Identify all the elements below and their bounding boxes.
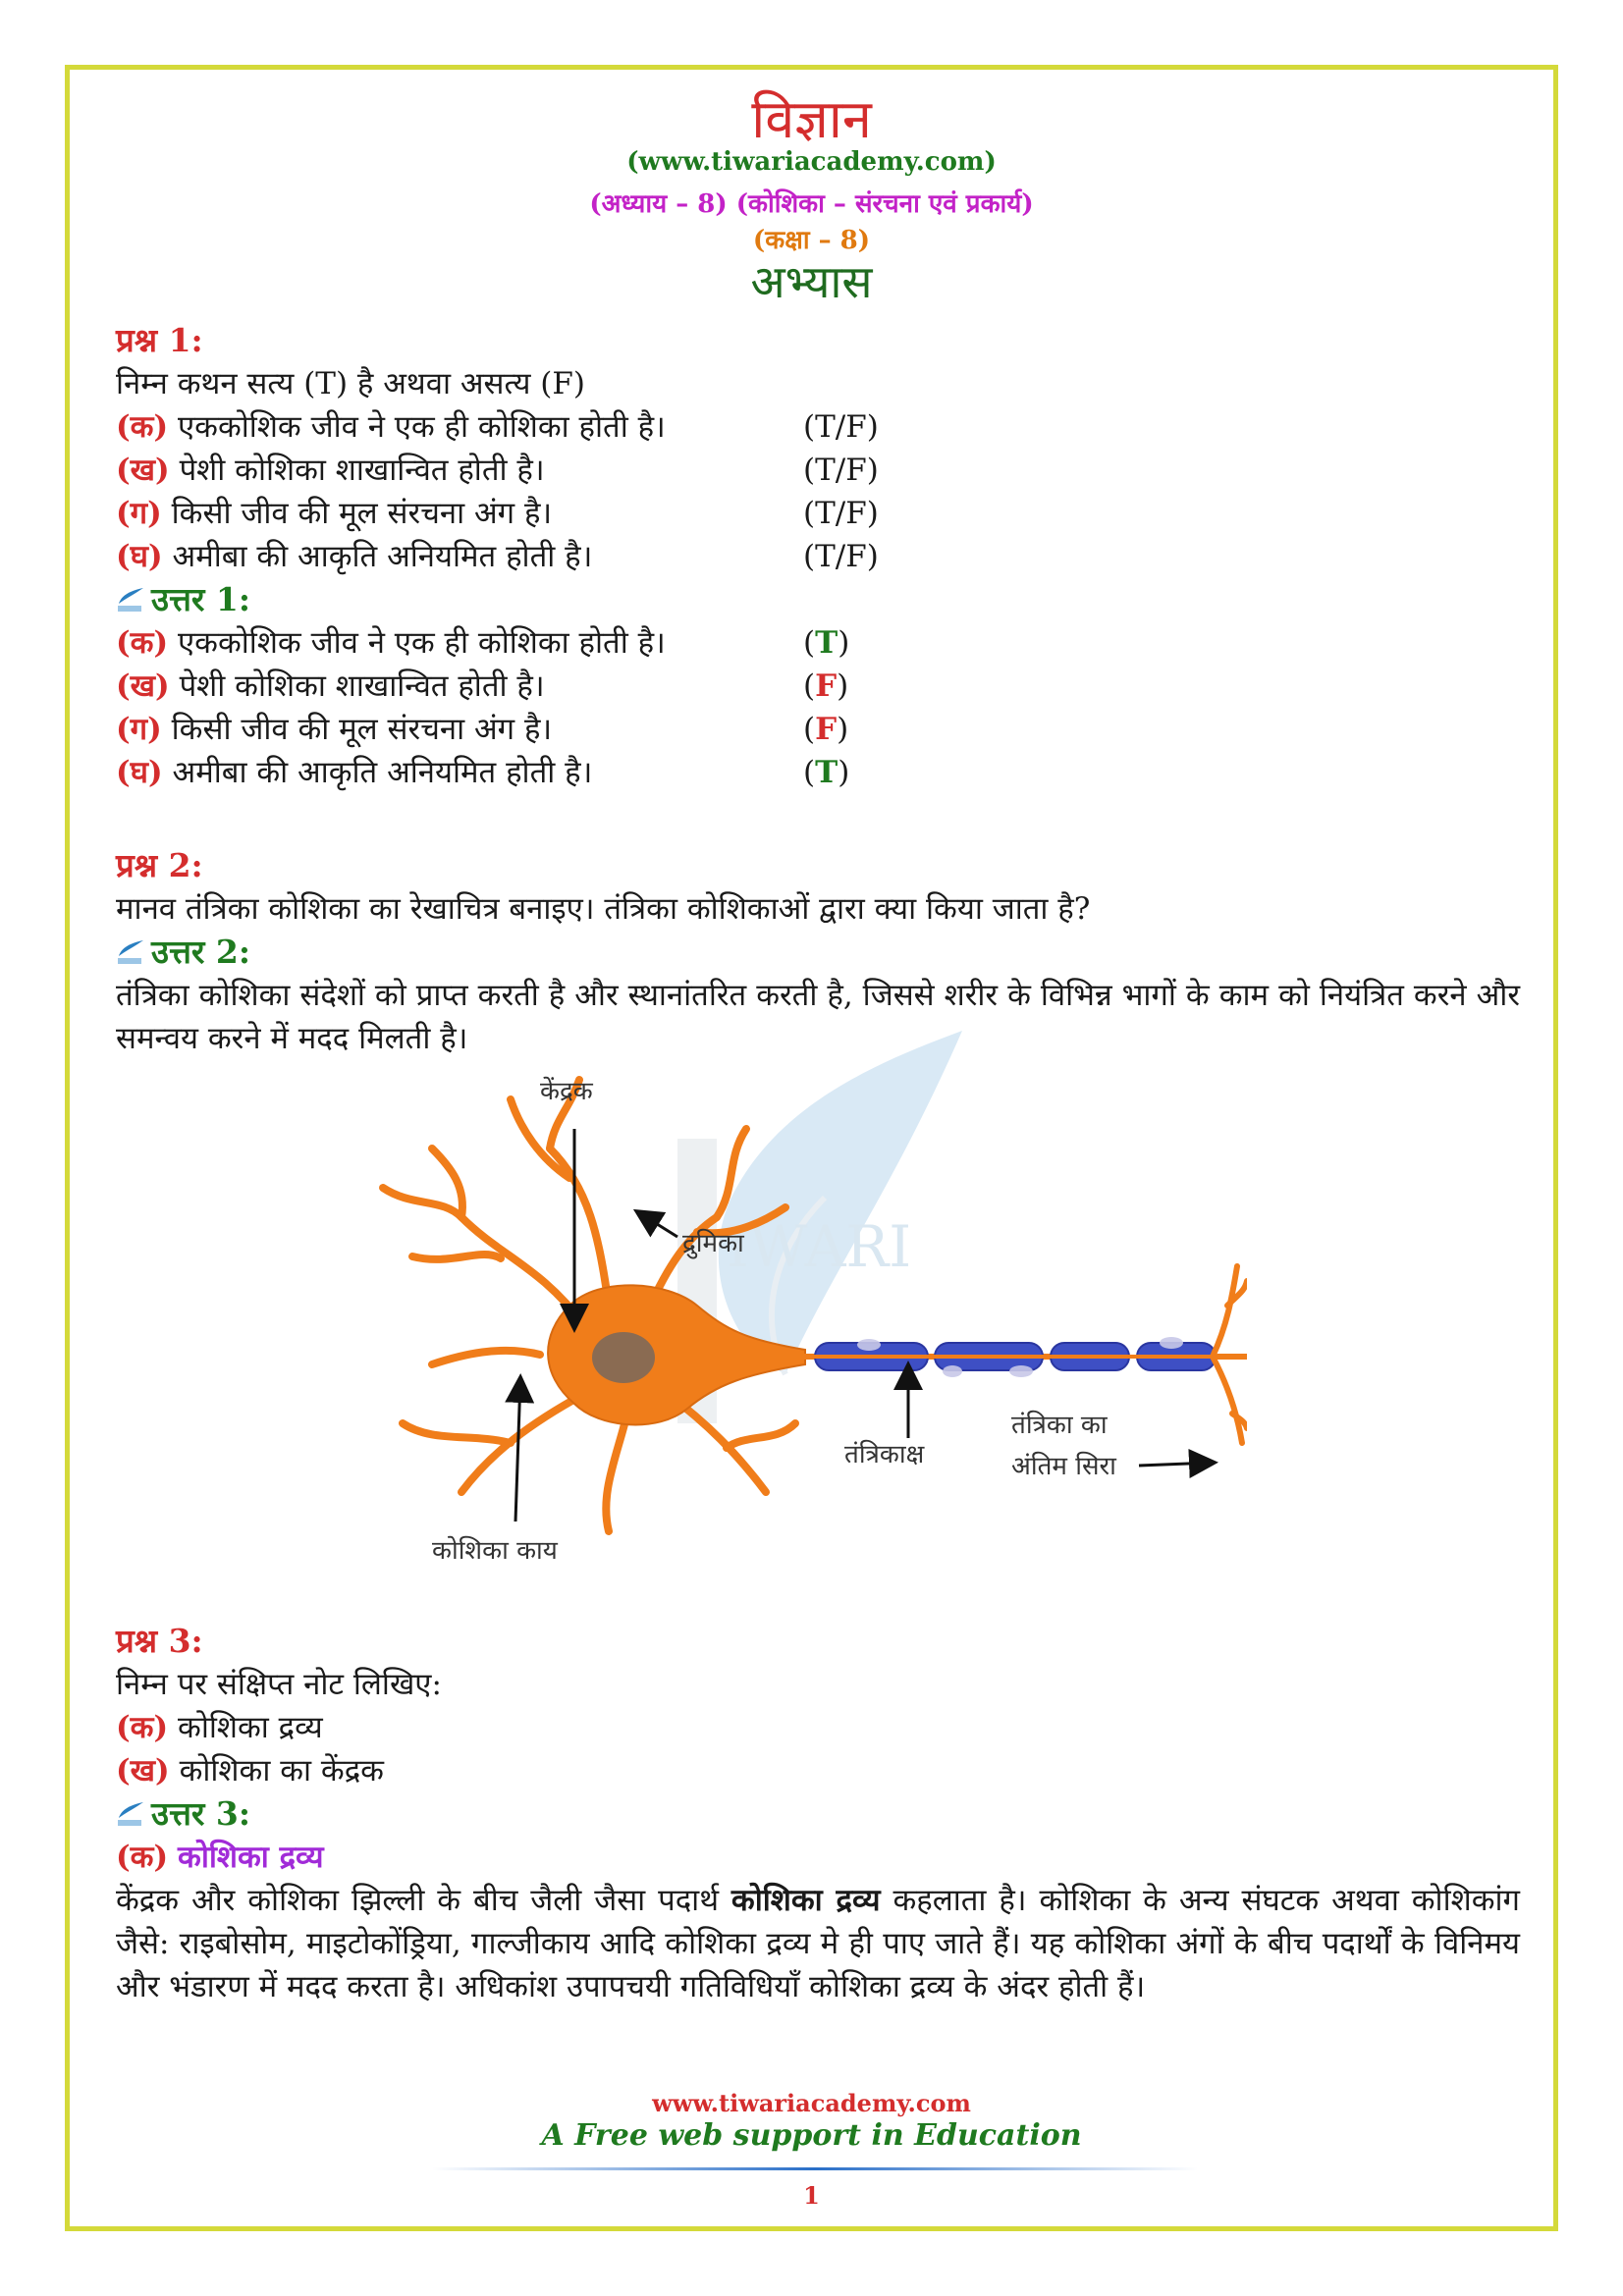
item-options: (T/F) xyxy=(803,409,879,445)
label-nerve-ending-2: अंतिम सिरा xyxy=(1011,1451,1117,1481)
schwann-nuclei xyxy=(857,1337,1183,1377)
axon-terminal xyxy=(1210,1263,1247,1446)
answer-value: T xyxy=(815,625,839,661)
list-item: (क) कोशिका द्रव्य xyxy=(116,1706,1520,1749)
item-text: अमीबा की आकृति अनियमित होती है। xyxy=(172,539,593,574)
answer-2-text: तंत्रिका कोशिका संदेशों को प्राप्त करती … xyxy=(116,978,1520,1056)
answer-1-heading: उत्तर 1: xyxy=(116,578,1520,621)
label-axon: तंत्रिकाक्ष xyxy=(844,1439,925,1469)
answer-heading-text: उत्तर 3: xyxy=(151,1794,251,1833)
question-2-heading: प्रश्न 2: xyxy=(116,846,203,884)
item-marker: (क) xyxy=(116,409,169,445)
question-2: प्रश्न 2: मानव तंत्रिका कोशिका का रेखाचि… xyxy=(116,844,1520,1060)
answer-3-subheading: (क) कोशिका द्रव्य xyxy=(116,1836,1520,1879)
list-item: (ग) किसी जीव की मूल संरचना अंग है।(F) xyxy=(116,712,849,747)
item-text: पेशी कोशिका शाखान्वित होती है। xyxy=(179,668,545,704)
list-item: (ख) पेशी कोशिका शाखान्वित होती है।(F) xyxy=(116,668,849,704)
item-marker: (ख) xyxy=(116,668,170,704)
answer-value: F xyxy=(815,668,838,704)
nucleus xyxy=(592,1332,655,1383)
item-options: (T/F) xyxy=(803,453,879,488)
item-options: (T/F) xyxy=(803,496,879,531)
item-marker: (ग) xyxy=(116,496,162,531)
item-marker: (क) xyxy=(116,1710,169,1745)
question-3-heading: प्रश्न 3: xyxy=(116,1622,203,1660)
exercise-heading: अभ्यास xyxy=(750,255,873,308)
question-1: प्रश्न 1: निम्न कथन सत्य (T) है अथवा असत… xyxy=(116,319,1520,794)
chapter-title: (अध्याय – 8) (कोशिका – संरचना एवं प्रकार… xyxy=(589,189,1034,219)
item-marker: (घ) xyxy=(116,539,163,574)
item-text: अमीबा की आकृति अनियमित होती है। xyxy=(172,755,593,790)
item-marker: (क) xyxy=(116,1840,169,1875)
footer-site-url[interactable]: www.tiwariacademy.com xyxy=(652,2089,971,2117)
list-item: (क) एककोशिक जीव ने एक ही कोशिका होती है।… xyxy=(116,625,850,661)
item-marker: (घ) xyxy=(116,755,163,790)
label-nucleus: केंद्रक xyxy=(540,1076,594,1106)
item-text: एककोशिक जीव ने एक ही कोशिका होती है। xyxy=(178,409,666,445)
list-item: (ख) पेशी कोशिका शाखान्वित होती है। (T/F) xyxy=(116,449,1520,492)
page-title: विज्ञान xyxy=(751,88,872,150)
answer-value: T xyxy=(815,755,839,790)
list-item: (घ) अमीबा की आकृति अनियमित होती है। (T/F) xyxy=(116,535,1520,578)
item-marker: (ग) xyxy=(116,712,162,747)
question-2-prompt: मानव तंत्रिका कोशिका का रेखाचित्र बनाइए।… xyxy=(116,891,1091,927)
question-3: प्रश्न 3: निम्न पर संक्षिप्त नोट लिखिए: … xyxy=(116,1620,1520,2008)
label-cell-body: कोशिका काय xyxy=(432,1535,559,1566)
item-marker: (ख) xyxy=(116,453,170,488)
item-text: पेशी कोशिका शाखान्वित होती है। xyxy=(179,453,545,488)
item-marker: (ख) xyxy=(116,1753,170,1789)
para-text: केंद्रक और कोशिका झिल्ली के बीच जैली जैस… xyxy=(116,1883,731,1918)
class-label: (कक्षा – 8) xyxy=(752,226,871,255)
neuron-diagram: केंद्रक द्रुमिका तंत्रिकाक्ष तंत्रिका का… xyxy=(379,1076,1247,1566)
question-1-prompt: निम्न कथन सत्य (T) है अथवा असत्य (F) xyxy=(116,366,586,401)
answer-value: F xyxy=(815,712,838,747)
answer-2-heading: उत्तर 2: xyxy=(116,931,1520,974)
footer-tagline: A Free web support in Education xyxy=(541,2118,1082,2153)
list-item: (घ) अमीबा की आकृति अनियमित होती है।(T) xyxy=(116,755,850,790)
leaf-icon xyxy=(118,1802,143,1826)
question-3-prompt: निम्न पर संक्षिप्त नोट लिखिए: xyxy=(116,1667,442,1702)
item-text: एककोशिक जीव ने एक ही कोशिका होती है। xyxy=(178,625,666,661)
list-item: (ख) कोशिका का केंद्रक xyxy=(116,1749,1520,1792)
question-1-heading: प्रश्न 1: xyxy=(116,321,203,359)
leaf-icon xyxy=(118,588,143,612)
item-text: किसी जीव की मूल संरचना अंग है। xyxy=(171,712,553,747)
list-item: (ग) किसी जीव की मूल संरचना अंग है। (T/F) xyxy=(116,492,1520,535)
answer-heading-text: उत्तर 2: xyxy=(151,933,251,971)
item-options: (T/F) xyxy=(803,539,879,574)
item-text: कोशिका का केंद्रक xyxy=(179,1753,384,1789)
site-url[interactable]: (www.tiwariacademy.com) xyxy=(626,147,997,177)
page-number: 1 xyxy=(803,2181,820,2210)
leaf-icon xyxy=(118,940,143,964)
label-nerve-ending-1: तंत्रिका का xyxy=(1011,1410,1109,1440)
subheading-text: कोशिका द्रव्य xyxy=(178,1840,324,1875)
footer-divider xyxy=(432,2167,1198,2170)
page-border xyxy=(65,65,1558,2231)
para-text: कहलाता है। कोशिका के अन्य संघटक अथवा कोश… xyxy=(116,1883,1520,2004)
list-item: (क) एककोशिक जीव ने एक ही कोशिका होती है।… xyxy=(116,405,1520,449)
answer-heading-text: उत्तर 1: xyxy=(151,580,251,618)
item-marker: (क) xyxy=(116,625,169,661)
cell-body xyxy=(547,1284,806,1426)
label-dendrite: द्रुमिका xyxy=(682,1228,745,1258)
para-bold: कोशिका द्रव्य xyxy=(730,1883,881,1918)
answer-3-paragraph: केंद्रक और कोशिका झिल्ली के बीच जैली जैस… xyxy=(116,1879,1520,2008)
item-text: किसी जीव की मूल संरचना अंग है। xyxy=(171,496,553,531)
item-text: कोशिका द्रव्य xyxy=(178,1710,323,1745)
answer-3-heading: उत्तर 3: xyxy=(116,1792,1520,1836)
